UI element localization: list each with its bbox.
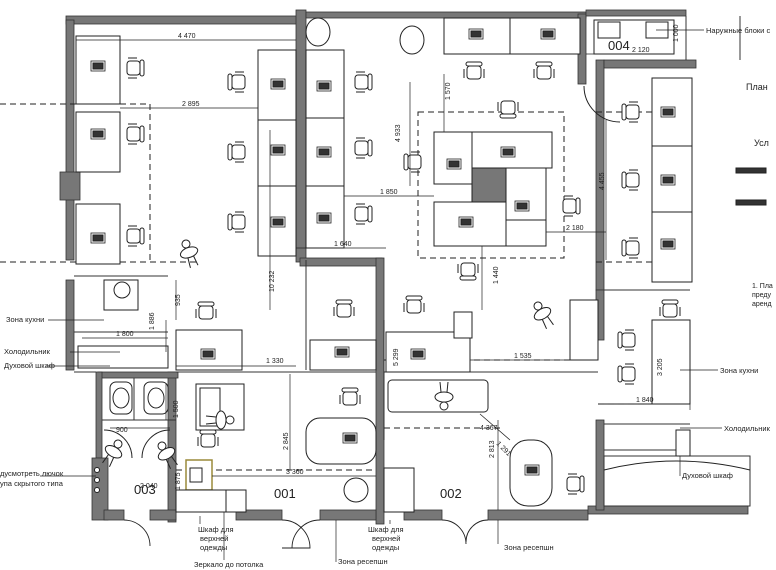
room-numbers: 001 002 003 004 xyxy=(134,38,630,501)
leader-lines xyxy=(40,29,722,562)
label-oven-left: Духовой шкаф xyxy=(4,361,55,370)
dim-2813: 2 813 xyxy=(489,440,496,458)
label-wardrobe-2-line3: одежды xyxy=(372,543,399,552)
dim-3205: 3 205 xyxy=(657,358,664,376)
room-001-furniture xyxy=(175,299,377,513)
dim-4470: 4 470 xyxy=(178,33,196,40)
dim-2180: 2 180 xyxy=(566,225,584,232)
label-fridge-right: Холодильник xyxy=(724,424,771,433)
dim-2040: 2 040 xyxy=(140,483,158,490)
right-workstations xyxy=(583,19,767,507)
label-mirror: Зеркало до потолка xyxy=(194,560,264,569)
room-number-004: 004 xyxy=(608,38,630,53)
walls xyxy=(59,9,749,525)
label-wardrobe-1-line3: одежды xyxy=(200,543,227,552)
label-oven-right: Духовой шкаф xyxy=(682,471,733,480)
label-kitchen-right: Зона кухни xyxy=(720,366,758,375)
label-outdoor-units: Наружные блоки с xyxy=(706,26,770,35)
annotation-labels: Наружные блоки с План Усл 1. Пла преду а… xyxy=(0,26,773,569)
dim-2895: 2 895 xyxy=(182,101,200,108)
dim-1535: 1 535 xyxy=(514,353,532,360)
dim-1570: 1 570 xyxy=(445,82,452,100)
dim-1640: 1 640 xyxy=(334,241,352,248)
label-reception-right: Зона ресепшн xyxy=(504,543,554,552)
label-wardrobe-1-line1: Шкаф для xyxy=(198,525,234,534)
dim-1291: 1 291 xyxy=(495,440,512,457)
dim-1840: 1 840 xyxy=(636,397,654,404)
label-fridge-left: Холодильник xyxy=(4,347,51,356)
label-wardrobe-2-line2: верхней xyxy=(372,534,400,543)
label-hatch-2: упа скрытого типа xyxy=(0,479,64,488)
dim-4455: 4 455 xyxy=(599,172,606,190)
dim-2120: 2 120 xyxy=(632,47,650,54)
room-number-001: 001 xyxy=(274,486,296,501)
label-note-line-2: преду xyxy=(752,292,772,299)
dim-3360: 3 360 xyxy=(286,469,304,476)
label-usl: Усл xyxy=(754,138,769,148)
room-003-furniture xyxy=(77,279,243,493)
room-number-003: 003 xyxy=(134,482,156,497)
label-kitchen-left: Зона кухни xyxy=(6,315,44,324)
dim-5299: 5 299 xyxy=(393,348,400,366)
dim-1886: 1 886 xyxy=(149,312,156,330)
center-workstations xyxy=(305,17,599,513)
label-wardrobe-2-line1: Шкаф для xyxy=(368,525,404,534)
room-number-002: 002 xyxy=(440,486,462,501)
dimension-lines xyxy=(76,39,691,510)
dim-1875: 1 875 xyxy=(175,472,182,490)
label-wardrobe-1-line2: верхней xyxy=(200,534,228,543)
dim-900: 900 xyxy=(116,427,128,434)
label-hatch-1: дусмотреть лючок xyxy=(0,469,64,478)
left-workstations xyxy=(75,35,145,265)
center-left-workstations xyxy=(175,49,297,271)
dim-4933: 4 933 xyxy=(395,124,402,142)
dim-1800: 1 800 xyxy=(116,331,134,338)
dim-935: 935 xyxy=(175,294,182,306)
dim-10232: 10 232 xyxy=(269,270,276,292)
dim-2845: 2 845 xyxy=(283,432,290,450)
label-reception-mid: Зона ресепшн xyxy=(338,557,388,566)
label-note-line-3: аренд xyxy=(752,301,772,308)
dim-1000: 1 000 xyxy=(673,24,680,42)
dim-1440: 1 440 xyxy=(493,266,500,284)
dim-1850: 1 850 xyxy=(380,189,398,196)
label-note-line-1: 1. Пла xyxy=(752,283,773,290)
dim-1500: 1 500 xyxy=(173,400,180,418)
label-plan-title: План xyxy=(746,82,768,92)
dim-4367: 4 367 xyxy=(480,425,498,432)
doors xyxy=(123,519,489,549)
dim-1330: 1 330 xyxy=(266,358,284,365)
